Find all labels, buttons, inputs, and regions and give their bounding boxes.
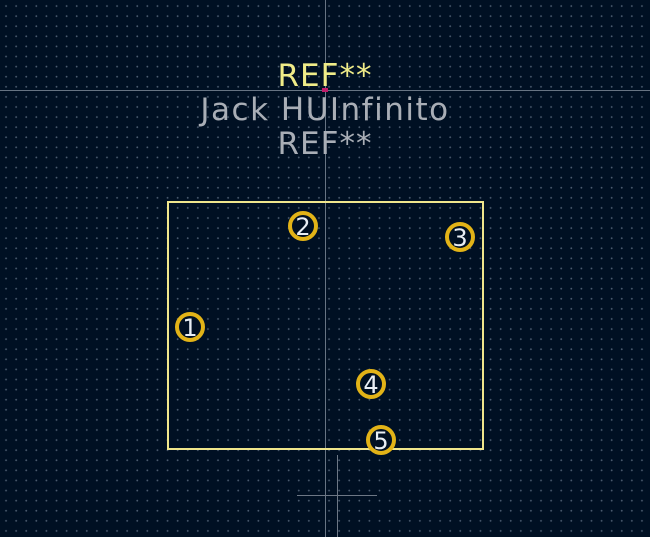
reference-fab-text[interactable]: REF** [277, 126, 373, 162]
value-fab-text[interactable]: Jack HUInfinito [200, 92, 450, 128]
pad-5[interactable]: 5 [366, 425, 396, 455]
pad-3[interactable]: 3 [445, 222, 475, 252]
pad-number: 4 [363, 370, 379, 399]
pad-2[interactable]: 2 [288, 211, 318, 241]
courtyard-outline[interactable] [167, 201, 484, 450]
pad-number: 2 [295, 212, 311, 241]
footprint-anchor[interactable] [322, 88, 328, 92]
pad-number: 3 [452, 223, 468, 252]
pad-4[interactable]: 4 [356, 369, 386, 399]
pad-number: 1 [182, 313, 198, 342]
cursor-crosshair-vertical [325, 0, 326, 537]
origin-marker-vertical [337, 455, 338, 537]
pad-1[interactable]: 1 [175, 312, 205, 342]
pad-number: 5 [373, 426, 389, 455]
